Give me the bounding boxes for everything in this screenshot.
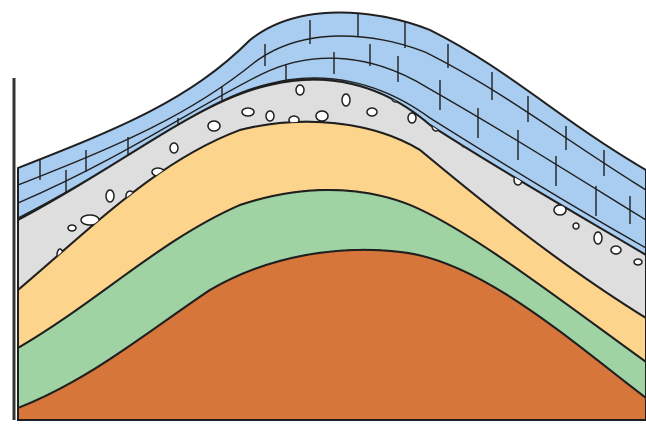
anticline-diagram	[0, 0, 646, 425]
